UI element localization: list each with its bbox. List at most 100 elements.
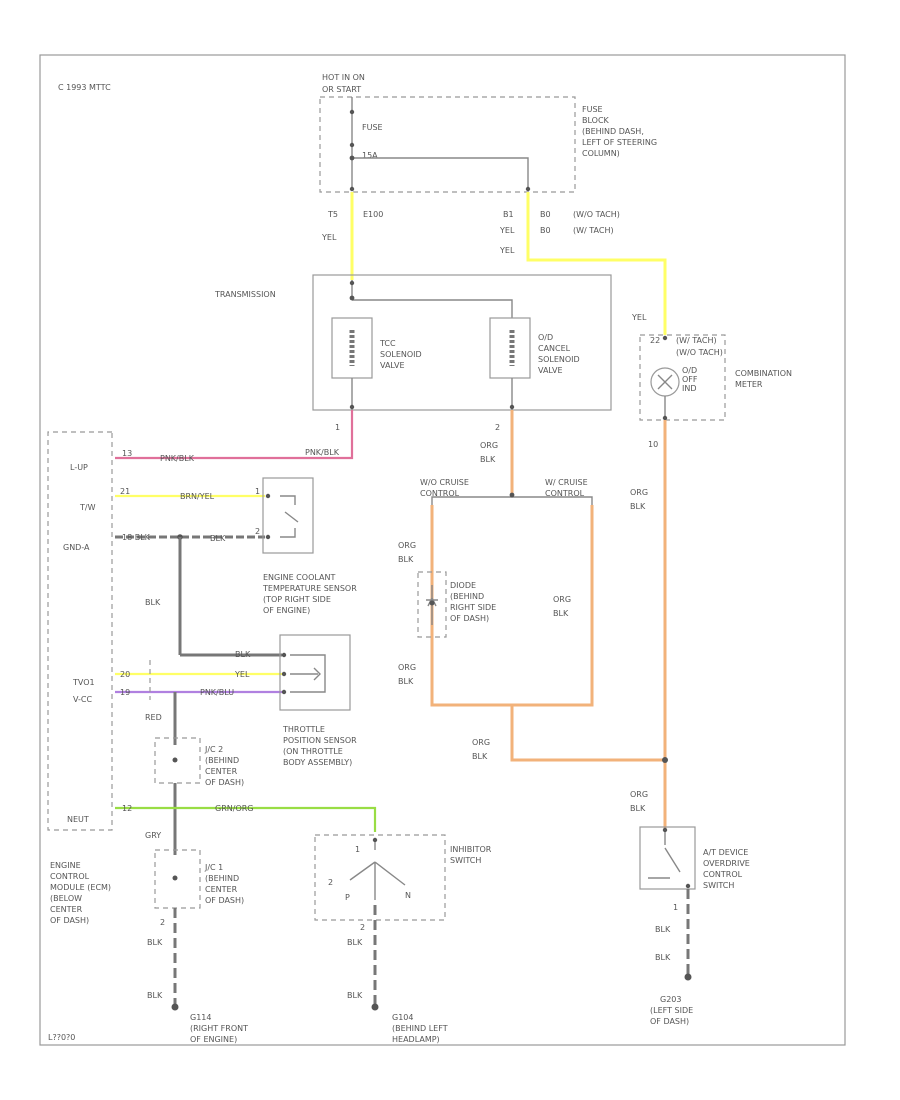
jc1-label: J/C 1 (BEHIND CENTER OF DASH) xyxy=(204,863,244,905)
org-blk-low-2: BLK xyxy=(398,677,414,686)
inhibitor-pin-n: N xyxy=(405,891,411,900)
yel-label-meter: YEL xyxy=(631,313,647,322)
tps-pin3-dot xyxy=(281,689,287,695)
yel-label-right-2: YEL xyxy=(499,246,515,255)
ecm-pin-tvo1: TVO1 xyxy=(72,678,95,687)
inhibitor-switch-arms xyxy=(349,842,406,900)
wire-tag-13: 13 xyxy=(122,449,132,458)
tach-label-b: (W/ TACH) xyxy=(573,226,614,235)
ect-pin2-dot xyxy=(265,534,271,540)
diode-dot xyxy=(429,600,435,606)
hot-bus-label-1: HOT IN ON xyxy=(322,73,365,82)
ect-pin-2: 2 xyxy=(255,527,260,536)
od-switch-top-dot xyxy=(662,827,668,833)
tps-label: THROTTLE POSITION SENSOR (ON THROTTLE BO… xyxy=(282,725,359,767)
trans-in-dot xyxy=(349,280,355,286)
od-out-dot xyxy=(509,404,515,410)
inhibitor-switch-box xyxy=(314,834,446,921)
inhibitor-label: INHIBITOR SWITCH xyxy=(450,845,494,865)
ecm-label: ENGINE CONTROL MODULE (ECM) (BELOW CENTE… xyxy=(50,861,114,925)
pin-e100: E100 xyxy=(363,210,383,219)
tcc-label: TCC SOLENOID VALVE xyxy=(379,339,424,370)
cruise-w-label: W/ CRUISE CONTROL xyxy=(545,478,590,498)
wire-tag-12: 12 xyxy=(122,804,132,813)
od-control-switch-box xyxy=(639,826,696,890)
org-wire-to-switch xyxy=(510,705,665,762)
meter-in-dot xyxy=(662,335,668,341)
od-switch-bottom-dot xyxy=(685,883,691,889)
ecm-pin-lup: L-UP xyxy=(70,463,88,472)
fuse-block-label: FUSE BLOCK (BEHIND DASH, LEFT OF STEERIN… xyxy=(582,105,660,158)
meter-out-dot xyxy=(662,415,668,421)
combination-meter-label: COMBINATION METER xyxy=(735,369,795,389)
od-off-filament xyxy=(657,374,673,390)
diode-box xyxy=(417,571,447,638)
fuse-block-outline xyxy=(319,96,576,193)
yellow-wire-right xyxy=(526,192,667,335)
ect-pin-1: 1 xyxy=(255,487,260,496)
pin-inhibitor-ground: 2 xyxy=(360,923,365,932)
wire-blk-label-1: BLK xyxy=(210,534,226,543)
wire-tag-20: 20 xyxy=(120,670,130,679)
ect-label: ENGINE COOLANT TEMPERATURE SENSOR (TOP R… xyxy=(262,573,359,615)
tach-label-a: (W/O TACH) xyxy=(573,210,620,219)
od-switch-contact xyxy=(648,832,681,879)
ecm-outline xyxy=(47,431,113,831)
meter-pin-10: 10 xyxy=(648,440,658,449)
yel-label-right-1: YEL xyxy=(499,226,515,235)
org-blk-right-2: BLK xyxy=(553,609,569,618)
pin-1-trans: 1 xyxy=(335,423,340,432)
tps-pin2-dot xyxy=(281,671,287,677)
pnk-blk-trans: PNK/BLK xyxy=(305,448,340,457)
tps-sensor-box xyxy=(279,634,351,711)
blk-jc1-2: BLK xyxy=(147,991,163,1000)
fuse-amp-label: 15A xyxy=(362,151,378,160)
org-blk-low-meter-2: BLK xyxy=(630,804,646,813)
pink-wire-lup xyxy=(115,410,354,460)
org-blk-low-1: ORG xyxy=(398,663,416,672)
tcc-out-dot xyxy=(349,404,355,410)
pin-b1: B1 xyxy=(503,210,514,219)
fuse-out-right xyxy=(525,186,531,192)
yel-label-left: YEL xyxy=(321,233,337,242)
blk-jc1-1: BLK xyxy=(147,938,163,947)
g114-label: G114 (RIGHT FRONT OF ENGINE) xyxy=(190,1013,251,1044)
wire-gry-label: GRY xyxy=(145,831,161,840)
fuse-branch-dot xyxy=(349,155,355,161)
jc1-box xyxy=(154,849,201,909)
inhibitor-pin-1: 1 xyxy=(355,845,360,854)
org-blk-mid-1: ORG xyxy=(472,738,490,747)
copyright-label: C 1993 MTTC xyxy=(58,83,111,92)
wire-blk-vertical-label: BLK xyxy=(145,598,161,607)
wire-pnkblu-label: PNK/BLU xyxy=(200,688,234,697)
od-solenoid-box xyxy=(489,317,531,379)
blk-od-1: BLK xyxy=(655,925,671,934)
wire-tag-19: 19 xyxy=(120,688,130,697)
meter-tach-b: (W/O TACH) xyxy=(676,348,723,357)
wire-brnyel-label: BRN/YEL xyxy=(180,492,215,501)
ecm-pin-neut: NEUT xyxy=(67,815,89,824)
pin-2-trans: 2 xyxy=(495,423,500,432)
org-junction xyxy=(662,757,668,763)
tps-symbol xyxy=(290,654,326,693)
wire-blk-label-2: BLK xyxy=(235,650,251,659)
wire-tag-18: 18 BLK xyxy=(122,533,151,542)
org-blk-low-meter-1: ORG xyxy=(630,790,648,799)
org-blk-right-1: ORG xyxy=(553,595,571,604)
g104-label: G104 (BEHIND LEFT HEADLAMP) xyxy=(392,1013,450,1044)
transmission-box xyxy=(312,274,612,411)
ground-g114 xyxy=(171,1003,179,1011)
org-blk-trans-2: BLK xyxy=(480,455,496,464)
pin-b0-a: B0 xyxy=(540,210,551,219)
ground-g104 xyxy=(371,1003,379,1011)
org-wire-right-loop xyxy=(512,505,594,707)
ecm-pin-vcc: V-CC xyxy=(73,695,92,704)
hot-bus-label-2: OR START xyxy=(322,85,361,94)
org-blk-mid-2: BLK xyxy=(472,752,488,761)
wire-red-label: RED xyxy=(145,713,162,722)
od-switch-label: A/T DEVICE OVERDRIVE CONTROL SWITCH xyxy=(703,848,752,890)
inhibitor-pin-p: P xyxy=(345,893,350,902)
ect-sensor-box xyxy=(262,477,314,554)
tps-pin1-dot xyxy=(281,652,287,658)
